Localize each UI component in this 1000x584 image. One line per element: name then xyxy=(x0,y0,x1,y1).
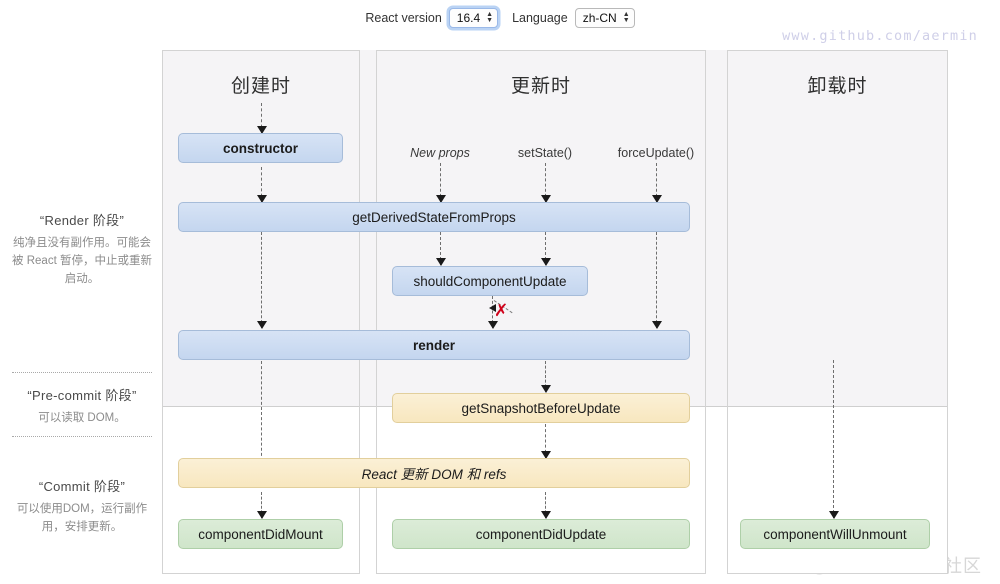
box-component-did-update[interactable]: componentDidUpdate xyxy=(392,519,690,549)
phase-title-commit: “Commit 阶段” xyxy=(38,479,126,494)
phase-desc-pre-commit: 可以读取 DOM。 xyxy=(38,412,126,424)
column-title-updating: 更新时 xyxy=(510,76,571,97)
trigger-force-update: forceUpdate() xyxy=(617,146,695,160)
box-component-will-unmount[interactable]: componentWillUnmount xyxy=(740,519,930,549)
react-version-group: React version 16.4 ▲▼ xyxy=(365,8,499,28)
box-react-updates-dom[interactable]: React 更新 DOM 和 refs xyxy=(178,458,690,488)
language-label: Language xyxy=(512,11,568,25)
phase-label-commit: “Commit 阶段” 可以使用DOM，运行副作用，安排更新。 xyxy=(8,476,156,537)
box-should-component-update[interactable]: shouldComponentUpdate xyxy=(392,266,588,296)
reject-x-icon: ✗ xyxy=(494,301,509,320)
phase-title-pre-commit: “Pre-commit 阶段” xyxy=(27,388,137,403)
box-get-derived-state-from-props[interactable]: getDerivedStateFromProps xyxy=(178,202,690,232)
phase-label-render: “Render 阶段” 纯净且没有副作用。可能会被 React 暂停，中止或重新… xyxy=(8,210,156,288)
phase-desc-render: 纯净且没有副作用。可能会被 React 暂停，中止或重新启动。 xyxy=(12,237,152,285)
box-render[interactable]: render xyxy=(178,330,690,360)
watermark-top: www.github.com/aermin xyxy=(782,28,978,44)
phase-label-pre-commit: “Pre-commit 阶段” 可以读取 DOM。 xyxy=(8,385,156,428)
language-value: zh-CN xyxy=(582,11,617,25)
trigger-new-props: New props xyxy=(410,146,470,160)
box-component-did-mount[interactable]: componentDidMount xyxy=(178,519,343,549)
box-get-snapshot-before-update[interactable]: getSnapshotBeforeUpdate xyxy=(392,393,690,423)
trigger-set-state: setState() xyxy=(517,146,573,160)
react-version-label: React version xyxy=(365,11,442,25)
reject-arrowhead-icon xyxy=(489,304,496,312)
react-version-value: 16.4 xyxy=(456,11,481,25)
phase-divider-dots xyxy=(12,372,152,373)
language-group: Language zh-CN ▲▼ xyxy=(512,8,635,28)
controls-bar: React version 16.4 ▲▼ Language zh-CN ▲▼ xyxy=(0,8,1000,28)
stepper-arrows-icon[interactable]: ▲▼ xyxy=(622,11,630,24)
stepper-arrows-icon[interactable]: ▲▼ xyxy=(486,11,494,24)
phase-desc-commit: 可以使用DOM，运行副作用，安排更新。 xyxy=(16,503,148,533)
column-mounting: 创建时 xyxy=(162,50,360,574)
phase-divider-dots xyxy=(12,436,152,437)
column-title-mounting: 创建时 xyxy=(230,76,291,97)
phase-title-render: “Render 阶段” xyxy=(39,213,125,228)
column-updating: 更新时 xyxy=(376,50,706,574)
box-constructor[interactable]: constructor xyxy=(178,133,343,163)
column-unmounting: 卸载时 xyxy=(727,50,948,574)
column-title-unmounting: 卸载时 xyxy=(807,76,868,97)
language-select[interactable]: zh-CN ▲▼ xyxy=(574,8,635,28)
react-version-select[interactable]: 16.4 ▲▼ xyxy=(448,8,499,28)
